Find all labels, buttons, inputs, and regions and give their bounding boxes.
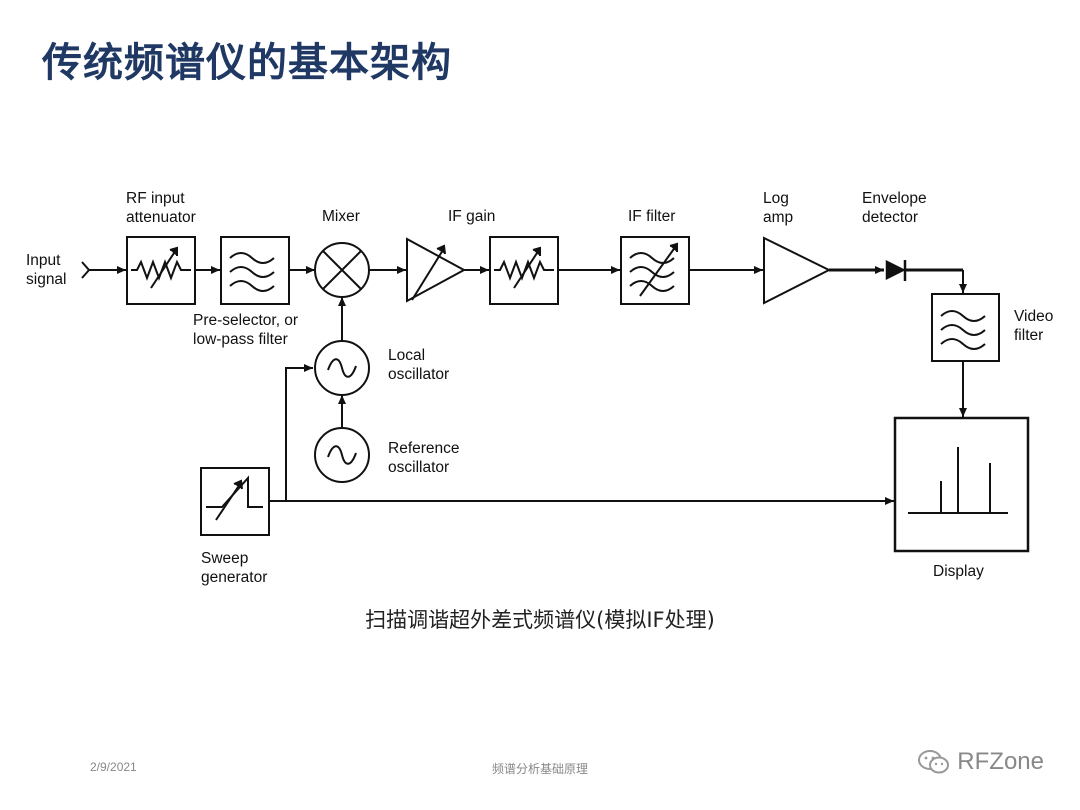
watermark-text: RFZone bbox=[957, 748, 1044, 775]
sweep-generator-block bbox=[200, 467, 270, 536]
log-amp-label: Log amp bbox=[763, 190, 793, 226]
display-label: Display bbox=[933, 563, 984, 580]
envelope-detector-diode bbox=[885, 259, 907, 281]
diagram-caption: 扫描调谐超外差式频谱仪(模拟IF处理) bbox=[365, 608, 715, 632]
display-block bbox=[893, 416, 1030, 553]
video-filter-label: Video filter bbox=[1014, 308, 1058, 344]
if-filter-label: IF filter bbox=[628, 208, 675, 225]
mixer-label: Mixer bbox=[322, 208, 360, 225]
page-title: 传统频谱仪的基本架构 bbox=[42, 40, 452, 86]
if-gain-label: IF gain bbox=[448, 208, 495, 225]
block-diagram: Input signal RF input attenuator Mixer I… bbox=[26, 190, 1058, 586]
preselector-label: Pre-selector, or low-pass filter bbox=[193, 312, 302, 348]
input-signal-label: Input signal bbox=[26, 252, 67, 288]
local-oscillator-label: Local oscillator bbox=[388, 347, 449, 383]
if-attenuator-block bbox=[489, 236, 559, 305]
wechat-icon bbox=[918, 750, 950, 774]
mixer-block bbox=[314, 242, 370, 298]
watermark: RFZone bbox=[917, 748, 1044, 776]
reference-oscillator-label: Reference oscillator bbox=[388, 440, 464, 476]
input-chevron-icon bbox=[81, 261, 91, 279]
log-amp-block bbox=[763, 236, 832, 305]
sweep-to-lo-line bbox=[285, 364, 313, 501]
rf-attenuator-label: RF input attenuator bbox=[126, 190, 196, 226]
video-filter-block bbox=[931, 293, 1000, 362]
footer-date: 2/9/2021 bbox=[90, 760, 137, 774]
if-gain-amplifier bbox=[406, 237, 467, 303]
rf-attenuator-block bbox=[126, 236, 196, 305]
if-filter-block bbox=[620, 236, 690, 305]
local-oscillator-block bbox=[314, 340, 370, 396]
reference-oscillator-block bbox=[314, 427, 370, 483]
preselector-filter-block bbox=[220, 236, 290, 305]
envelope-detector-label: Envelope detector bbox=[862, 190, 931, 226]
footer-title: 频谱分析基础原理 bbox=[491, 762, 588, 776]
sweep-generator-label: Sweep generator bbox=[201, 550, 267, 586]
